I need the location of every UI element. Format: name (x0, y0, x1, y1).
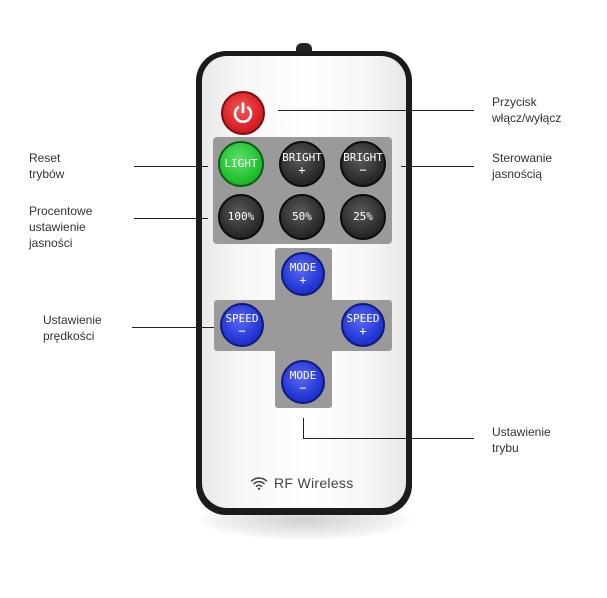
callout-percent-line3: jasności (29, 236, 73, 250)
power-icon (233, 102, 253, 123)
rf-wireless-mark: RF Wireless (250, 473, 370, 493)
callout-line-percent (134, 218, 208, 219)
rf-wireless-label: RF Wireless (274, 475, 354, 491)
mode-up-label: MODE (289, 261, 317, 275)
mode-down-button[interactable]: MODE − (281, 360, 325, 404)
callout-mode-line1: Ustawienie (492, 425, 551, 439)
callout-line-mode (303, 438, 474, 439)
callout-line-power (278, 110, 474, 111)
callout-line-brightness (401, 166, 474, 167)
speed-up-button[interactable]: SPEED + (341, 303, 385, 347)
speed-down-label: SPEED (225, 312, 259, 326)
light-button[interactable]: LIGHT (218, 141, 264, 187)
minus-symbol: − (238, 323, 246, 338)
brightness-up-button[interactable]: BRIGHT + (279, 141, 325, 187)
callout-percent: Procentowe ustawienie jasności (29, 203, 92, 251)
plus-symbol: + (299, 272, 307, 287)
brightness-down-button[interactable]: BRIGHT − (340, 141, 386, 187)
callout-brightness-line1: Sterowanie (492, 151, 553, 165)
brightness-50-button[interactable]: 50% (279, 194, 325, 240)
brightness-100-button[interactable]: 100% (218, 194, 264, 240)
brightness-up-label: BRIGHT (282, 151, 322, 165)
callout-power-line1: Przycisk (492, 95, 537, 109)
speed-up-label: SPEED (346, 312, 380, 326)
brightness-down-label: BRIGHT (343, 151, 383, 165)
callout-reset: Reset trybów (29, 150, 64, 182)
callout-brightness: Sterowanie jasnością (492, 150, 552, 182)
light-label: LIGHT (224, 157, 258, 171)
power-button[interactable] (221, 91, 265, 135)
callout-percent-line1: Procentowe (29, 204, 93, 218)
callout-line-mode-vertical (303, 418, 304, 439)
mode-up-button[interactable]: MODE + (281, 252, 325, 296)
callout-reset-line1: Reset (29, 151, 61, 165)
minus-symbol: − (359, 162, 367, 177)
callout-power-line2: włącz/wyłącz (492, 111, 562, 125)
callout-speed: Ustawienie prędkości (43, 312, 102, 344)
callout-percent-line2: ustawienie (29, 220, 86, 234)
brightness-100-label: 100% (227, 210, 255, 224)
plus-symbol: + (359, 323, 367, 338)
callout-reset-line2: trybów (29, 167, 65, 181)
mode-down-label: MODE (289, 369, 317, 383)
plus-symbol: + (298, 162, 306, 177)
wifi-icon (250, 477, 268, 490)
callout-mode-line2: trybu (492, 441, 519, 455)
callout-line-speed (132, 327, 214, 328)
callout-mode: Ustawienie trybu (492, 424, 551, 456)
minus-symbol: − (299, 380, 307, 395)
callout-power: Przycisk włącz/wyłącz (492, 94, 561, 126)
brightness-25-label: 25% (353, 210, 373, 224)
brightness-25-button[interactable]: 25% (340, 194, 386, 240)
callout-speed-line2: prędkości (43, 329, 95, 343)
callout-line-reset (134, 166, 208, 167)
brightness-50-label: 50% (292, 210, 312, 224)
speed-down-button[interactable]: SPEED − (220, 303, 264, 347)
callout-speed-line1: Ustawienie (43, 313, 102, 327)
callout-brightness-line2: jasnością (492, 167, 543, 181)
